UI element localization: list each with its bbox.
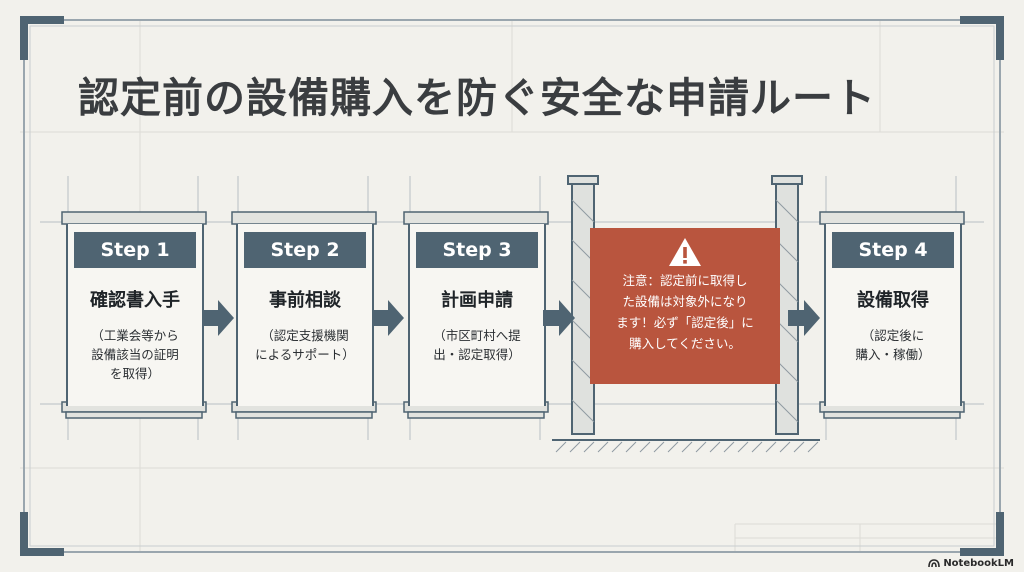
step-card-2: Step 2 事前相談 （認定支援機関 によるサポート）: [236, 224, 374, 406]
brand-name: NotebookLM: [943, 558, 1014, 569]
step-title: 確認書入手: [90, 290, 180, 311]
page-title: 認定前の設備購入を防ぐ安全な申請ルート: [78, 74, 876, 122]
step-description: （市区町村へ提 出・認定取得）: [433, 328, 521, 362]
step-card-3: Step 3 計画申請 （市区町村へ提 出・認定取得）: [408, 224, 546, 406]
arrow-right-icon: [372, 300, 404, 336]
step-title: 計画申請: [441, 290, 513, 311]
warning-panel: 注意：認定前に取得し た設備は対象外になり ます！必ず「認定後」に 購入してくだ…: [590, 228, 780, 384]
step-label: Step 1: [74, 232, 196, 268]
notebooklm-logo-icon: [928, 559, 941, 568]
warning-icon: [669, 238, 701, 266]
warning-text: 注意：認定前に取得し た設備は対象外になり ます！必ず「認定後」に 購入してくだ…: [616, 273, 754, 351]
step-card-1: Step 1 確認書入手 （工業会等から 設備該当の証明 を取得）: [66, 224, 204, 406]
step-label: Step 3: [416, 232, 538, 268]
step-title: 事前相談: [269, 290, 341, 311]
step-label: Step 2: [244, 232, 366, 268]
step-title: 設備取得: [857, 290, 929, 311]
step-description: （認定支援機関 によるサポート）: [255, 328, 355, 362]
arrow-right-icon: [543, 300, 575, 336]
step-description: （工業会等から 設備該当の証明 を取得）: [91, 328, 179, 381]
brand-watermark: NotebookLM: [928, 558, 1014, 569]
arrow-right-icon: [202, 300, 234, 336]
step-label: Step 4: [832, 232, 954, 268]
arrow-right-icon: [788, 300, 820, 336]
step-card-4: Step 4 設備取得 （認定後に 購入・稼働）: [824, 224, 962, 406]
step-description: （認定後に 購入・稼働）: [855, 328, 931, 362]
